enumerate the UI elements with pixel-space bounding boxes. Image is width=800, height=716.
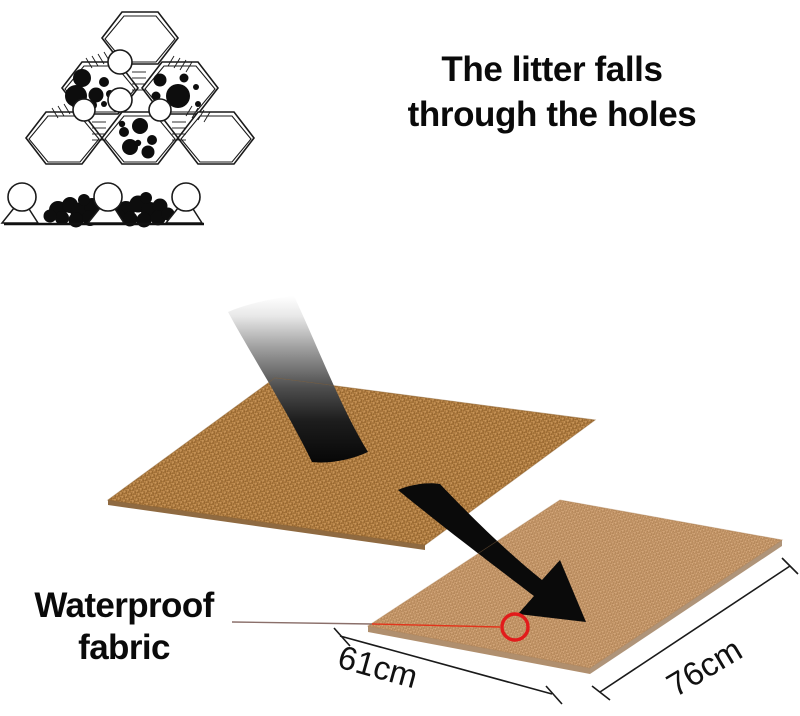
- side-view-holes: [7, 182, 201, 212]
- page-headline: The litter falls through the holes: [407, 50, 697, 134]
- litter-clump-right: [111, 192, 175, 228]
- hexagon-cell-bottom-left: [24, 111, 104, 165]
- dimension-line-61cm: [333, 627, 563, 705]
- honeycomb-holes: [72, 49, 172, 122]
- highlight-circle-annotation: [500, 612, 530, 642]
- waterproof-leader-line: [231, 621, 501, 628]
- honeycomb-top-view-diagram: [24, 11, 256, 165]
- waterproof-fabric-callout-label: Waterproof fabric: [34, 586, 214, 667]
- dimension-line-76cm: [591, 557, 799, 701]
- hexagon-cell-bottom-right: [176, 111, 256, 165]
- honeycomb-mesh-mat: [106, 377, 597, 550]
- litter-particles-top-view: [65, 69, 201, 159]
- honeycomb-side-view-diagram: [0, 182, 204, 228]
